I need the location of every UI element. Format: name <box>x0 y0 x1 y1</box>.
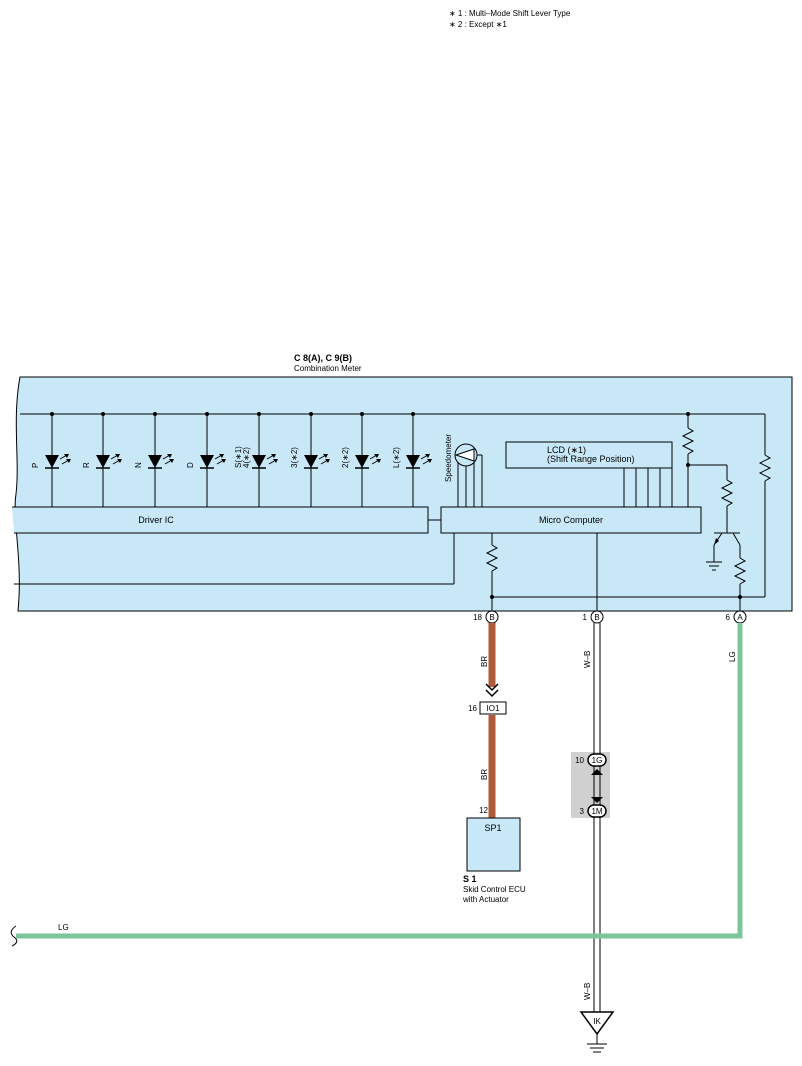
br-wire-label-2: BR <box>480 769 489 780</box>
lg-wire-label-2: LG <box>58 923 69 932</box>
indicator-led-4: S(∗1)4(∗2) <box>234 412 278 507</box>
br-wire-label-1: BR <box>480 656 489 667</box>
indicator-label-0: P <box>31 463 40 468</box>
lcd-sub-label: (Shift Range Position) <box>547 454 635 464</box>
lg-wire-label-1: LG <box>728 651 737 662</box>
indicator-led-6: 2(∗2) <box>341 412 381 507</box>
ecu-box <box>466 817 521 872</box>
lcd-display <box>505 441 673 469</box>
junction-1m <box>587 804 607 818</box>
wb-wire-label-1: W–B <box>583 651 592 668</box>
speedometer-icon <box>454 443 483 507</box>
note-2: ∗ 2 : Except ∗1 <box>449 20 507 29</box>
indicator-label-4: S(∗1) <box>234 446 243 468</box>
lcd-lines <box>623 468 673 507</box>
indicator-label-8: L(∗2) <box>392 447 401 468</box>
indicator-label-1: R <box>82 462 91 468</box>
note-1: ∗ 1 : Multi–Mode Shift Lever Type <box>449 9 571 18</box>
indicator-led-3: D <box>186 412 226 507</box>
indicator-label-6: 3(∗2) <box>290 447 299 468</box>
meter-name: Combination Meter <box>294 364 362 373</box>
wb-wire-label-2: W–B <box>583 983 592 1000</box>
indicator-leds: P R N D S(∗1)4(∗2) 3(∗2) 2(∗2) L(∗2) <box>31 412 432 507</box>
meter-code: C 8(A), C 9(B) <box>294 353 352 363</box>
indicator-label-2: N <box>134 462 143 468</box>
meter-box <box>14 376 793 612</box>
speedometer-label: Speedometer <box>444 434 453 482</box>
ecu-connector: SP1 <box>484 823 501 833</box>
svg-text:B: B <box>489 613 494 622</box>
svg-text:6: 6 <box>726 613 731 622</box>
svg-text:18: 18 <box>473 613 482 622</box>
micro-computer-label: Micro Computer <box>539 515 603 525</box>
ground-ik-label: IK <box>593 1017 601 1026</box>
indicator-label-5: 4(∗2) <box>242 447 251 468</box>
lg-wire <box>10 623 743 947</box>
ground-ik-icon <box>579 1011 615 1053</box>
indicator-label-7: 2(∗2) <box>341 447 350 468</box>
junction-io1-label: IO1 <box>487 704 500 713</box>
junction-io1-pin: 16 <box>468 704 477 713</box>
indicator-led-0: P <box>31 412 71 507</box>
svg-text:1: 1 <box>583 613 588 622</box>
junction-1m-pin: 3 <box>580 807 585 816</box>
ecu-name-1: Skid Control ECU <box>463 885 526 894</box>
ecu-name-2: with Actuator <box>462 895 509 904</box>
lcd-label: LCD (∗1) <box>547 445 586 455</box>
br-wire <box>485 623 499 818</box>
ecu-pin: 12 <box>479 806 488 815</box>
junction-1g-pin: 10 <box>575 756 584 765</box>
junction-1g-label: 1G <box>592 756 603 765</box>
terminal-1: B 1 <box>583 610 604 624</box>
junction-1g <box>587 753 607 767</box>
indicator-led-1: R <box>82 412 122 507</box>
indicator-led-5: 3(∗2) <box>290 412 330 507</box>
driver-ic-label: Driver IC <box>138 515 174 525</box>
micro-computer-box <box>440 506 702 534</box>
terminal-6: A 6 <box>726 610 747 624</box>
indicator-led-7: L(∗2) <box>392 412 432 507</box>
terminal-18: B 18 <box>473 610 499 624</box>
svg-text:B: B <box>594 613 599 622</box>
internal-wiring <box>14 412 772 611</box>
driver-ic-box <box>12 506 429 534</box>
junction-1m-label: 1M <box>591 807 602 816</box>
junction-io1 <box>479 701 507 715</box>
svg-text:A: A <box>737 613 743 622</box>
indicator-led-2: N <box>134 412 174 507</box>
indicator-label-3: D <box>186 462 195 468</box>
ecu-code: S 1 <box>463 874 477 884</box>
